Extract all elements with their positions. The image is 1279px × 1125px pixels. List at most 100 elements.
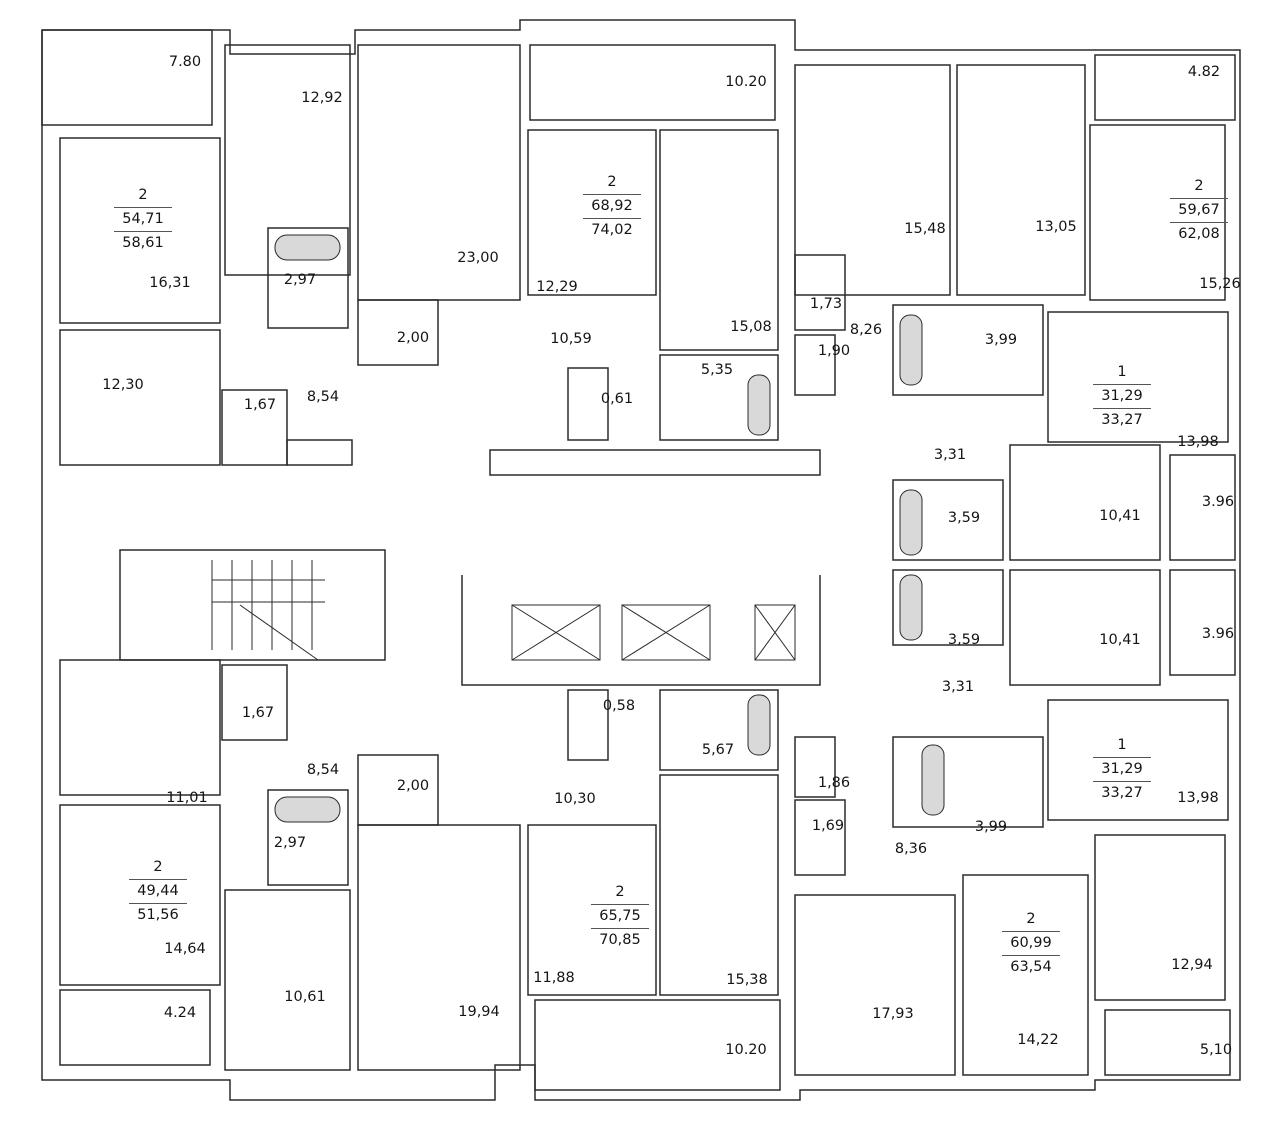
room-area-label: 2,00 — [396, 778, 430, 794]
wardrobe-1-90 — [794, 334, 836, 396]
room-12-30 — [59, 329, 221, 466]
wardrobe-0-61 — [567, 367, 609, 441]
apartment-total-area: 33,27 — [1101, 412, 1143, 428]
room-area-label: 19,94 — [458, 1004, 500, 1020]
wc-2-00 — [357, 299, 439, 366]
room-area-label: 7.80 — [168, 54, 202, 70]
wardrobe-0-58 — [567, 689, 609, 761]
room-13-05 — [956, 64, 1086, 296]
room-area-label: 23,00 — [457, 250, 499, 266]
balcony-10-20 — [529, 44, 776, 121]
room-area-label: 16,31 — [149, 275, 191, 291]
core-wall — [461, 575, 821, 686]
apartment-rooms: 2 — [583, 171, 641, 195]
room-area-label: 12,29 — [536, 279, 578, 295]
apartment-rooms: 2 — [129, 856, 187, 880]
room-area-label: 1,86 — [817, 775, 851, 791]
room-area-label: 13,05 — [1035, 219, 1077, 235]
apartment-total-area: 33,27 — [1101, 785, 1143, 801]
room-area-label: 2,97 — [273, 835, 307, 851]
kitchen-19-94 — [357, 824, 521, 1071]
bathroom-2-97 — [267, 227, 349, 329]
room-area-label: 3.96 — [1201, 494, 1235, 510]
room-16-31 — [59, 137, 221, 324]
kitchen-11-01 — [59, 659, 221, 796]
room-15-38 — [659, 774, 779, 996]
room-area-label: 17,93 — [872, 1006, 914, 1022]
room-12-92 — [224, 44, 351, 276]
room-15-26 — [1089, 124, 1226, 301]
room-area-label: 5,67 — [701, 742, 735, 758]
room-area-label: 10,41 — [1099, 632, 1141, 648]
room-area-label: 3,59 — [947, 510, 981, 526]
room-13-98b — [1047, 699, 1229, 821]
room-area-label: 3,99 — [974, 819, 1008, 835]
room-area-label: 3,31 — [941, 679, 975, 695]
room-15-08 — [659, 129, 779, 351]
apartment-total-area: 63,54 — [1010, 959, 1052, 975]
room-area-label: 4.82 — [1187, 64, 1221, 80]
room-area-label: 15,08 — [730, 319, 772, 335]
bathroom-5-35 — [659, 354, 779, 441]
room-area-label: 11,88 — [533, 970, 575, 986]
outer-wall — [41, 19, 1241, 1101]
apartment-living-area: 49,44 — [129, 880, 187, 904]
room-area-label: 10,30 — [554, 791, 596, 807]
stairs — [211, 560, 325, 661]
bathroom-3-59 — [892, 479, 1004, 561]
room-area-label: 1,73 — [809, 296, 843, 312]
wc-1-67b — [221, 664, 288, 741]
kitchen-10-41b — [1009, 569, 1161, 686]
balcony-3-96 — [1169, 454, 1236, 561]
room-area-label: 15,26 — [1199, 276, 1241, 292]
wardrobe — [286, 439, 353, 466]
room-10-61 — [224, 889, 351, 1071]
room-area-label: 14,64 — [164, 941, 206, 957]
apartment-rooms: 2 — [114, 184, 172, 208]
balcony-4-82 — [1094, 54, 1236, 121]
room-area-label: 3.96 — [1201, 626, 1235, 642]
bathtubs — [274, 234, 945, 823]
bathroom-5-67 — [659, 689, 779, 771]
apartment-living-area: 31,29 — [1093, 385, 1151, 409]
room-11-88 — [527, 824, 657, 996]
bathroom-3-99b — [892, 736, 1044, 828]
elevator-shafts — [511, 604, 796, 661]
apartment-total-area: 70,85 — [599, 932, 641, 948]
apartment-rooms: 2 — [1170, 175, 1228, 199]
room-area-label: 0,61 — [600, 391, 634, 407]
room-area-label: 3,59 — [947, 632, 981, 648]
room-15-48 — [794, 64, 951, 296]
room-area-label: 10,61 — [284, 989, 326, 1005]
room-area-label: 14,22 — [1017, 1032, 1059, 1048]
room-area-label: 10,59 — [550, 331, 592, 347]
room-area-label: 13,98 — [1177, 434, 1219, 450]
kitchen-10-41 — [1009, 444, 1161, 561]
room-area-label: 3,31 — [933, 447, 967, 463]
apartment-total-area: 74,02 — [591, 222, 633, 238]
room-area-label: 8,54 — [306, 389, 340, 405]
room-area-label: 1,67 — [243, 397, 277, 413]
room-14-64 — [59, 804, 221, 986]
balcony-10-20b — [534, 999, 781, 1091]
room-area-label: 8,36 — [894, 841, 928, 857]
apartment-total-area: 62,08 — [1178, 226, 1220, 242]
apartment-living-area: 54,71 — [114, 208, 172, 232]
wc-1-73 — [794, 254, 846, 331]
bathroom-3-59b — [892, 569, 1004, 646]
stairwell — [119, 549, 386, 661]
room-area-label: 1,67 — [241, 705, 275, 721]
room-area-label: 1,90 — [817, 343, 851, 359]
wc-1-69 — [794, 799, 846, 876]
room-area-label: 10.20 — [725, 74, 767, 90]
room-area-label: 1,69 — [811, 818, 845, 834]
room-12-94 — [1094, 834, 1226, 1001]
wc-1-67 — [221, 389, 288, 466]
room-area-label: 8,26 — [849, 322, 883, 338]
